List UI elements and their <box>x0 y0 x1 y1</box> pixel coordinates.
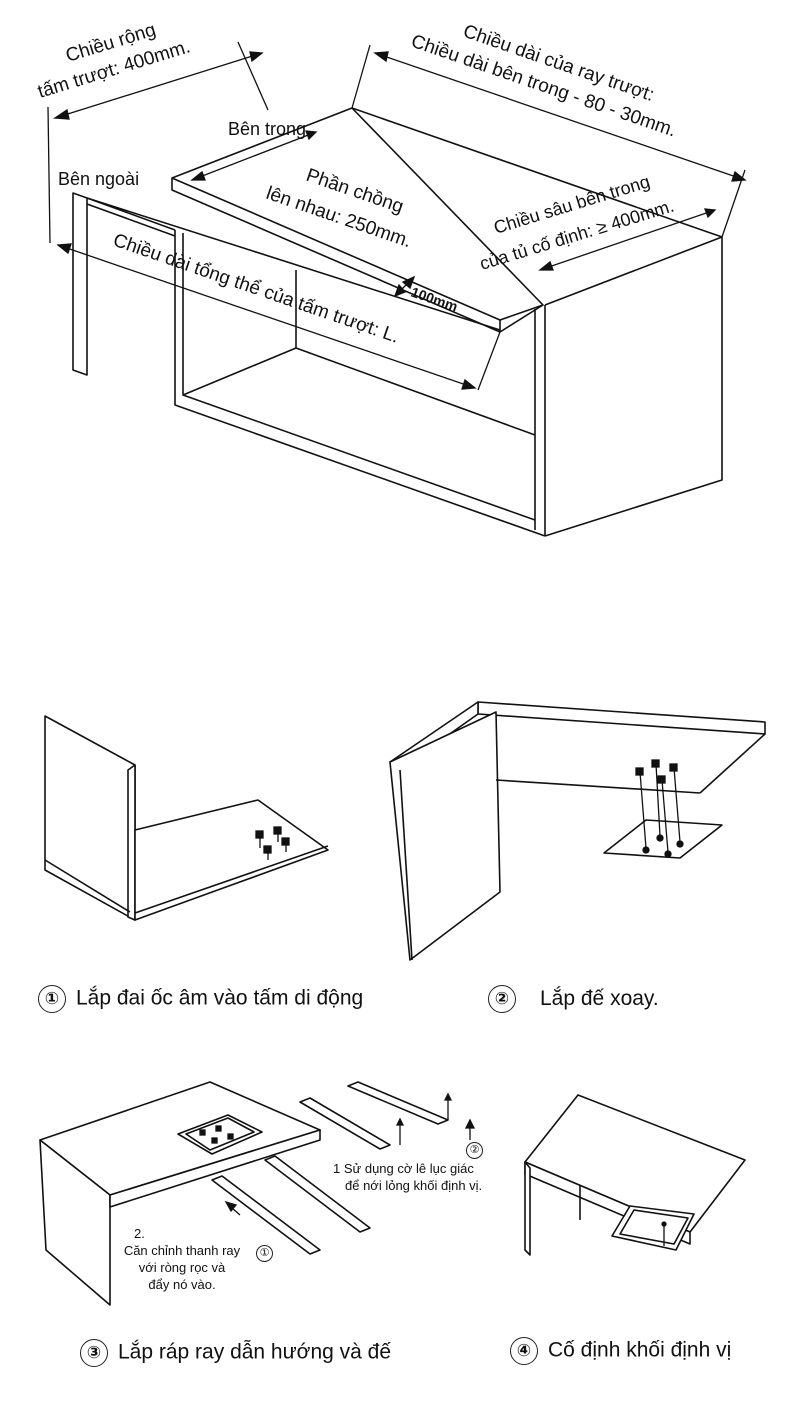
note-1-line2: để nới lỏng khối định vị. <box>345 1178 483 1193</box>
step-3-caption: ③ Lắp ráp ray dẫn hướng và đế <box>80 1339 391 1367</box>
step3-rail-2 <box>347 1081 449 1125</box>
step3-rail-4 <box>211 1175 321 1255</box>
outside-label: Bên ngoài <box>58 169 139 189</box>
step-4-caption: ④ Cố định khối định vị <box>510 1337 731 1365</box>
note-2-line3: đẩy nó vào. <box>148 1277 216 1292</box>
step3-rail-1 <box>299 1097 391 1150</box>
sliding-top-plate <box>171 107 544 333</box>
step3-note-1-marker: ② <box>466 1140 483 1159</box>
step-2-caption: ② Lắp đế xoay. <box>488 985 659 1013</box>
note-1-marker: ② <box>466 1142 483 1159</box>
step2-side-panel <box>389 711 501 961</box>
step-4-number: ④ <box>510 1337 538 1365</box>
note-1-number: 1 <box>333 1161 341 1176</box>
inside-label: Bên trong <box>228 119 306 139</box>
step3-note-2: 2. Căn chỉnh thanh ray với ròng rọc và đ… <box>112 1225 252 1293</box>
step-1-label: Lắp đai ốc âm vào tấm di động <box>76 986 364 1010</box>
note-1-line1: Sử dụng cờ lê lục giác <box>343 1161 474 1176</box>
step3-note-1: 1 Sử dụng cờ lê lục giác để nới lỏng khố… <box>333 1160 482 1194</box>
step3-rail-3 <box>264 1155 371 1233</box>
step3-note-2-marker: ① <box>256 1243 273 1262</box>
top-diagram-labels: Chiều rộng tấm trượt: 400mm. Chiều dài c… <box>35 20 679 348</box>
step-1-number: ① <box>38 985 66 1013</box>
outer-side-panel <box>72 192 88 376</box>
step-2-label: Lắp đế xoay. <box>540 986 659 1010</box>
note-2-line1: Căn chỉnh thanh ray <box>123 1243 241 1258</box>
cabinet-dimension-diagram <box>47 41 747 537</box>
note-2-marker: ① <box>256 1245 273 1262</box>
step-1-2-drawings <box>44 701 766 961</box>
step-1-caption: ① Lắp đai ốc âm vào tấm di động <box>38 985 363 1013</box>
step-2-number: ② <box>488 985 516 1013</box>
step-3-number: ③ <box>80 1339 108 1367</box>
step-3-label: Lắp ráp ray dẫn hướng và đế <box>118 1340 392 1364</box>
step-4-label: Cố định khối định vị <box>548 1338 732 1362</box>
note-2-line2: với ròng rọc và <box>138 1260 226 1275</box>
note-2-number: 2. <box>134 1226 145 1241</box>
